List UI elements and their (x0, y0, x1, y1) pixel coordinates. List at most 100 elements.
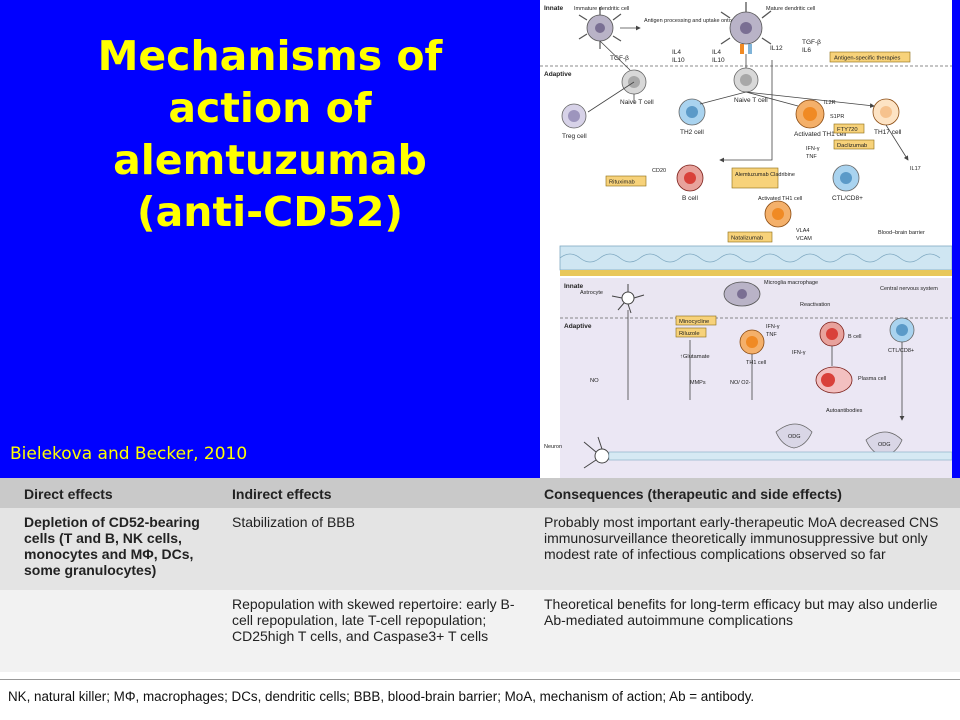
il4-label: IL4 (672, 49, 681, 56)
activated-th1-cell (795, 99, 825, 129)
il17-label: IL17 (910, 166, 921, 172)
title-line-3: alemtuzumab (113, 136, 427, 184)
naive-t-label-1: Naive T cell (620, 99, 654, 106)
no-label: NO (590, 378, 599, 384)
alemtuzumab-box (731, 167, 779, 189)
immature-dendritic-cell (578, 7, 622, 49)
microglia-label: Microglia macrophage (764, 280, 818, 286)
mature-dc-label: Mature dendritic cell (766, 6, 815, 12)
natalizumab-label: Natalizumab (731, 236, 763, 242)
riluzole-label: Riluzole (679, 331, 700, 337)
il6-label: IL6 (802, 47, 811, 54)
table-row: Repopulation with skewed repertoire: ear… (0, 590, 960, 672)
neuron-label: Neuron (544, 444, 562, 450)
tgfb-label-1: TGF-β (610, 55, 629, 62)
rituximab-box (605, 175, 647, 187)
mature-dendritic-cell (720, 2, 772, 54)
citation: Bielekova and Becker, 2010 (10, 444, 248, 464)
th1-cns-label: TH1 cell (746, 360, 766, 366)
riluzole-box (675, 327, 707, 338)
il10-label: IL10 (672, 57, 685, 64)
activated-th1-bbb-label: Activated TH1 cell (758, 196, 802, 202)
activated-th1-label: Activated TH1 cell (794, 131, 847, 138)
plasma-cell (815, 366, 853, 394)
b-cell-top (676, 164, 704, 192)
th1-cell-cns (739, 329, 765, 355)
il12-label: IL12 (770, 45, 783, 52)
cell-consequence: Theoretical benefits for long-term effic… (526, 590, 960, 672)
header-direct-effects: Direct effects (0, 478, 214, 508)
adaptive-label-top: Adaptive (544, 71, 572, 78)
naive-t-cell-right (733, 67, 759, 93)
ifng-label-2: IFN-γ (766, 324, 780, 330)
innate-label-top: Innate (544, 5, 564, 12)
activated-th1-cell-bbb (764, 200, 792, 228)
fty720-label: FTY720 (837, 127, 858, 133)
reactivation-label: Reactivation (800, 302, 830, 308)
minocycline-box (675, 315, 717, 326)
vla4-label: VLA4 (796, 228, 809, 234)
tnf-label-1: TNF (806, 154, 817, 160)
th17-label: TH17 cell (874, 129, 902, 136)
neuron (583, 436, 952, 469)
b-cell-cns (819, 321, 845, 347)
cd20-label: CD20 (652, 168, 666, 174)
tgfb-label-2: TGF-β (802, 39, 821, 46)
il10-label-2: IL10 (712, 57, 725, 64)
th17-cell (872, 98, 900, 126)
ctl-label-1: CTL/CD8+ (832, 195, 863, 202)
minocycline-label: Minocycline (679, 319, 709, 325)
cns-label: Central nervous system (880, 286, 938, 292)
mechanism-figure: Innate Adaptive Immature dendritic cell … (540, 0, 952, 478)
header-indirect-effects: Indirect effects (214, 478, 526, 508)
slide-background: Mechanisms of action of alemtuzumab (ant… (0, 0, 960, 478)
microglia (723, 281, 761, 307)
naive-t-label-2: Naive T cell (734, 97, 768, 104)
blood-brain-barrier (559, 245, 952, 276)
antigen-therapies-label: Antigen-specific therapies (834, 56, 900, 62)
antigen-processing-label: Antigen processing and uptake onto MHC I… (644, 18, 751, 24)
fty720-box (833, 123, 865, 134)
b-cell-cns-label: B cell (848, 334, 861, 340)
adaptive-label-cns: Adaptive (564, 323, 592, 330)
table-header-row: Direct effects Indirect effects Conseque… (0, 478, 960, 508)
daclizumab-label: Daclizumab (837, 143, 867, 149)
ifng-label-1: IFN-γ (806, 146, 820, 152)
th2-cell (678, 98, 706, 126)
ctl-cell-cns (889, 317, 915, 343)
table-row: Depletion of CD52-bearing cells (T and B… (0, 508, 960, 590)
b-cell-label-1: B cell (682, 195, 698, 202)
rituximab-label: Rituximab (609, 180, 635, 186)
cell-direct (0, 590, 214, 672)
ctl-cell-top (832, 164, 860, 192)
title-line-1: Mechanisms of (97, 32, 443, 80)
tnf-label-2: TNF (766, 332, 777, 338)
antigen-therapies-box (829, 51, 911, 63)
innate-label-cns: Innate (564, 283, 584, 290)
cell-indirect: Stabilization of BBB (214, 508, 526, 590)
th2-label: TH2 cell (680, 129, 704, 136)
treg-cell (561, 103, 587, 129)
alemtuzumab-label: Alemtuzumab Cladribine (735, 172, 795, 178)
title-line-2: action of (168, 84, 372, 132)
bbb-label: Blood–brain barrier (878, 230, 925, 236)
odg-label-1: ODG (788, 434, 801, 440)
glutamate-label: ↑Glutamate (680, 354, 710, 360)
header-consequences: Consequences (therapeutic and side effec… (526, 478, 960, 508)
treg-label: Treg cell (562, 133, 587, 140)
mmps-label: MMPs (690, 380, 706, 386)
cell-indirect: Repopulation with skewed repertoire: ear… (214, 590, 526, 672)
autoantibodies-label: Autoantibodies (826, 408, 863, 414)
table-footnote: NK, natural killer; MΦ, macrophages; DCs… (8, 689, 755, 704)
cell-consequence: Probably most important early-therapeuti… (526, 508, 960, 590)
effects-table-section: Direct effects Indirect effects Conseque… (0, 478, 960, 720)
footnote-divider (0, 679, 960, 680)
natalizumab-box (727, 231, 773, 243)
astrocyte-label: Astrocyte (580, 290, 603, 296)
ctl-cns-label: CTL/CD8+ (888, 348, 914, 354)
slide-title: Mechanisms of action of alemtuzumab (ant… (20, 30, 520, 238)
no-o2-label: NO/ O2- (730, 380, 751, 386)
immature-dc-label: Immature dendritic cell (574, 6, 629, 12)
astrocyte (611, 284, 645, 314)
vcam-label: VCAM (796, 236, 812, 242)
